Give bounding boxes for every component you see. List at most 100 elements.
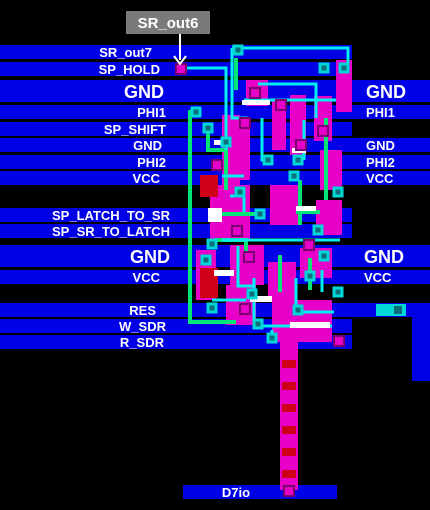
diffusion-contact	[239, 117, 251, 129]
label-right-gnd-b: GND	[366, 138, 395, 153]
diffusion-region	[272, 100, 286, 150]
poly-wire	[206, 128, 228, 190]
label-res: RES	[129, 303, 156, 318]
label-w-sdr: W_SDR	[119, 319, 167, 334]
diffusion-contact	[275, 99, 287, 111]
contact-square	[220, 136, 232, 148]
diffusion-region	[270, 185, 300, 225]
bus-sp-shift	[0, 122, 352, 136]
left-labels: SR_out7 SP_HOLD GND PHI1 SP_SHIFT GND PH…	[52, 45, 171, 350]
bus-d7io	[183, 485, 337, 499]
callout-sr-out6: SR_out6	[126, 11, 210, 66]
contact-square	[206, 302, 218, 314]
output-buried	[282, 360, 296, 368]
highlight-trace	[214, 270, 234, 276]
diffusion-contact	[239, 303, 251, 315]
label-gnd-b: GND	[133, 138, 162, 153]
label-right-phi2: PHI2	[366, 155, 395, 170]
contact-square	[332, 186, 344, 198]
label-phi1: PHI1	[137, 105, 166, 120]
contact-square	[254, 208, 266, 220]
contact-square	[232, 44, 244, 56]
contact-square	[234, 186, 246, 198]
diffusion-contact	[295, 139, 307, 151]
label-sp-sr-to-latch: SP_SR_TO_LATCH	[52, 224, 170, 239]
highlight-trace	[250, 296, 272, 302]
label-sp-latch-to-sr: SP_LATCH_TO_SR	[52, 208, 171, 223]
diffusion-contact	[243, 251, 255, 263]
contact-square	[266, 332, 278, 344]
diffusion-region	[240, 120, 250, 180]
label-gnd-a: GND	[124, 82, 164, 102]
label-gnd-c: GND	[130, 247, 170, 267]
diffusion-contact	[211, 159, 223, 171]
diffusion-contacts	[175, 63, 345, 347]
contact-square	[318, 250, 330, 262]
contact-square	[304, 270, 316, 282]
contact-square	[338, 62, 350, 74]
label-right-gnd-a: GND	[366, 82, 406, 102]
callout-arrow-head	[173, 55, 187, 66]
label-sp-hold: SP_HOLD	[99, 62, 160, 77]
contact-square	[252, 318, 264, 330]
label-vcc-a: VCC	[133, 171, 161, 186]
output-column	[280, 340, 298, 497]
output-contact	[283, 485, 295, 497]
buried-region	[200, 268, 218, 298]
diffusion-contact	[231, 225, 243, 237]
label-sr-out7: SR_out7	[99, 45, 152, 60]
output-buried	[282, 448, 296, 456]
highlight-trace	[242, 100, 270, 105]
label-right-phi1: PHI1	[366, 105, 395, 120]
contact-square	[292, 304, 304, 316]
output-buried	[282, 404, 296, 412]
right-labels: GND PHI1 GND PHI2 VCC GND VCC	[364, 82, 406, 285]
contact-square	[200, 254, 212, 266]
cyan-wire	[258, 82, 318, 118]
label-sp-shift: SP_SHIFT	[104, 122, 166, 137]
diffusion-contact	[175, 63, 187, 75]
bus-res	[0, 303, 412, 317]
contact-square	[246, 288, 258, 300]
contact-square	[190, 106, 202, 118]
cyan-wire	[236, 246, 254, 288]
poly-wire	[188, 110, 236, 324]
highlight-trace	[208, 208, 222, 222]
highlight-trace	[290, 322, 330, 328]
output-buried	[282, 470, 296, 478]
callout-label: SR_out6	[138, 15, 199, 32]
contact-square	[312, 224, 324, 236]
contact-square	[288, 170, 300, 182]
contact-square	[206, 238, 218, 250]
bus-w-sdr	[0, 319, 352, 333]
diffusion-contact	[249, 87, 261, 99]
label-phi2: PHI2	[137, 155, 166, 170]
diffusion-contact	[317, 125, 329, 137]
contacts	[190, 44, 350, 344]
contact-square	[202, 122, 214, 134]
label-right-gnd-c: GND	[364, 247, 404, 267]
contact-square	[292, 154, 304, 166]
label-vcc-b: VCC	[133, 270, 161, 285]
bus-right-drop	[412, 303, 430, 381]
res-terminal	[376, 304, 406, 316]
label-right-vcc-a: VCC	[366, 171, 394, 186]
contact-square	[332, 286, 344, 298]
label-r-sdr: R_SDR	[120, 335, 165, 350]
contact-square	[318, 62, 330, 74]
label-right-vcc-b: VCC	[364, 270, 392, 285]
bus-sp-sr-to-latch	[0, 224, 352, 238]
res-terminal-core	[394, 306, 402, 314]
callout-box	[126, 11, 210, 34]
diffusion-contact	[303, 239, 315, 251]
output-buried	[282, 382, 296, 390]
cyan-wire	[180, 66, 228, 150]
contact-square	[262, 154, 274, 166]
diffusion-contact	[333, 335, 345, 347]
output-buried	[282, 426, 296, 434]
highlight-trace	[296, 206, 316, 211]
label-d7io: D7io	[222, 485, 250, 500]
buried-region	[200, 175, 218, 197]
bus-r-sdr	[0, 335, 352, 349]
